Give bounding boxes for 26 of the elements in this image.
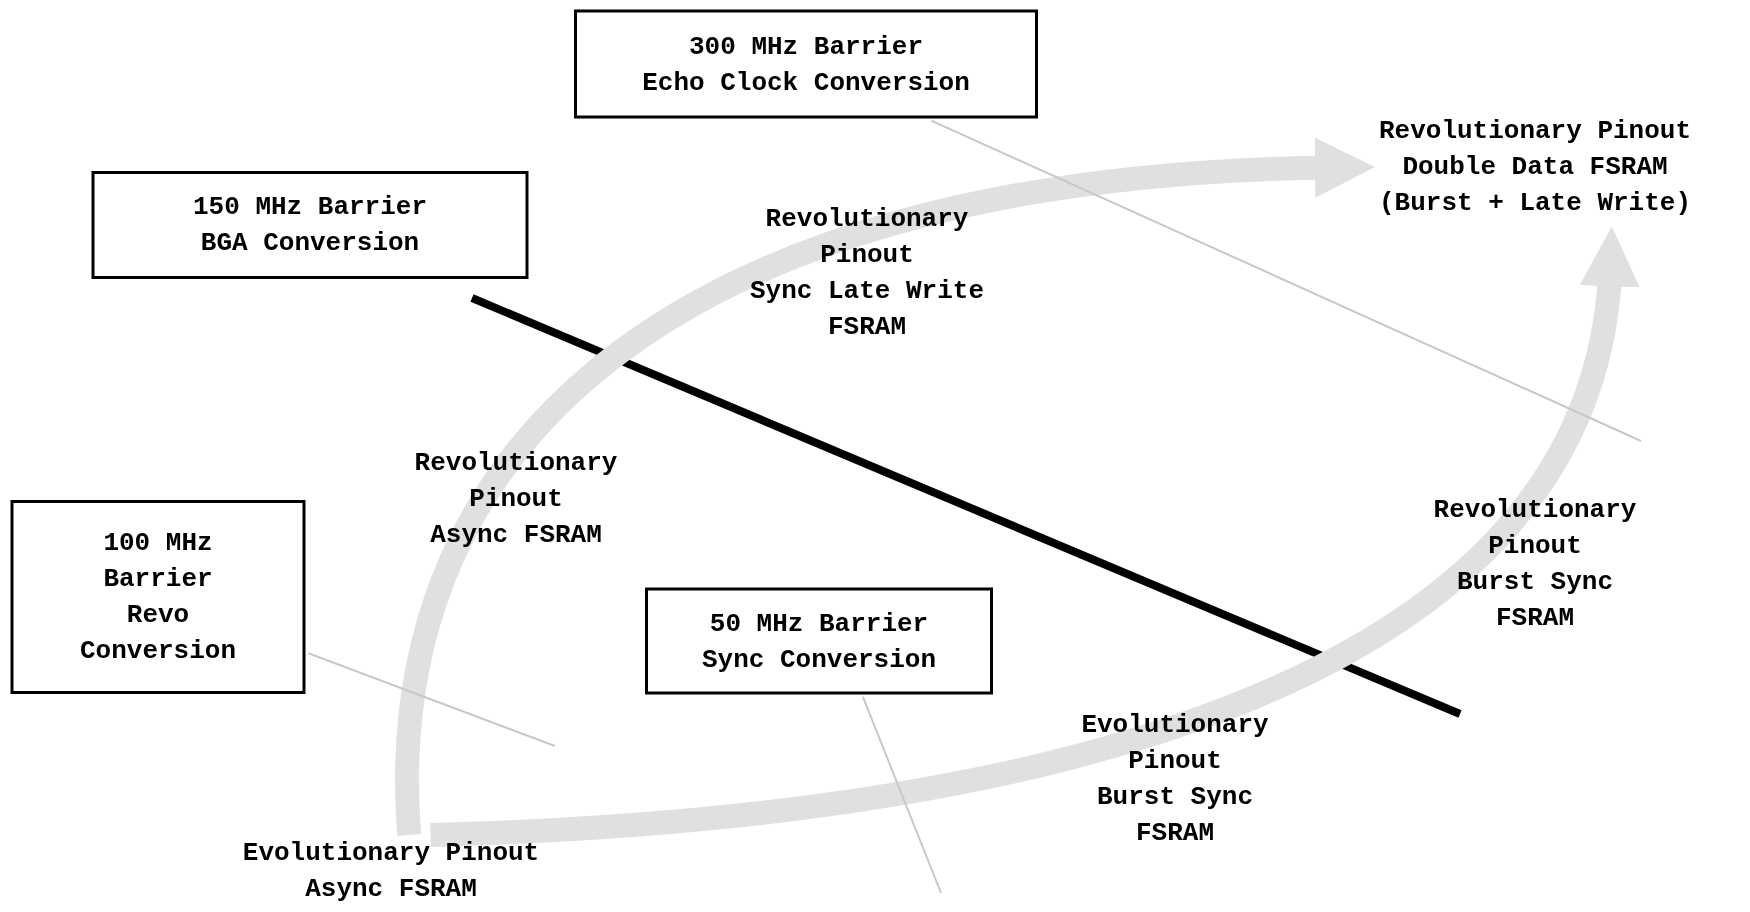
pinout-label: Sync Late Write FSRAM — [749, 275, 985, 344]
box-text: BGA Conversion — [199, 227, 421, 260]
barrier-box — [645, 587, 993, 695]
box-text: 300 MHz Barrier — [687, 30, 924, 63]
pinout-label: Evolutionary Pinout — [1080, 709, 1270, 778]
box-text: Echo Clock Conversion — [641, 66, 971, 99]
pinout-label: Burst Sync FSRAM — [1456, 566, 1614, 635]
leader-line — [930, 119, 1642, 442]
box-text: Sync Conversion — [700, 643, 937, 676]
box-text: 50 MHz Barrier — [708, 607, 930, 640]
pinout-label: Evolutionary Pinout Async FSRAM — [241, 837, 541, 906]
curved-arrow — [430, 226, 1637, 847]
leader-line — [307, 652, 556, 747]
box-text: 100 MHz Barrier Revo Conversion — [78, 527, 237, 668]
pinout-label: Async FSRAM — [429, 519, 603, 552]
pinout-label: Revolutionary Pinout — [413, 447, 619, 516]
pinout-label: Revolutionary Pinout — [1432, 494, 1638, 563]
pinout-label: Burst Sync FSRAM — [1096, 781, 1254, 850]
barrier-box — [91, 171, 529, 279]
barrier-box — [574, 9, 1038, 119]
box-text: 150 MHz Barrier — [191, 191, 428, 224]
pinout-label: Revolutionary Pinout — [764, 203, 970, 272]
barrier-box — [10, 500, 306, 694]
pinout-label: Revolutionary Pinout Double Data FSRAM (Burst + Late Write) — [1377, 115, 1693, 220]
curved-arrow — [396, 138, 1375, 836]
leader-line — [861, 695, 942, 894]
